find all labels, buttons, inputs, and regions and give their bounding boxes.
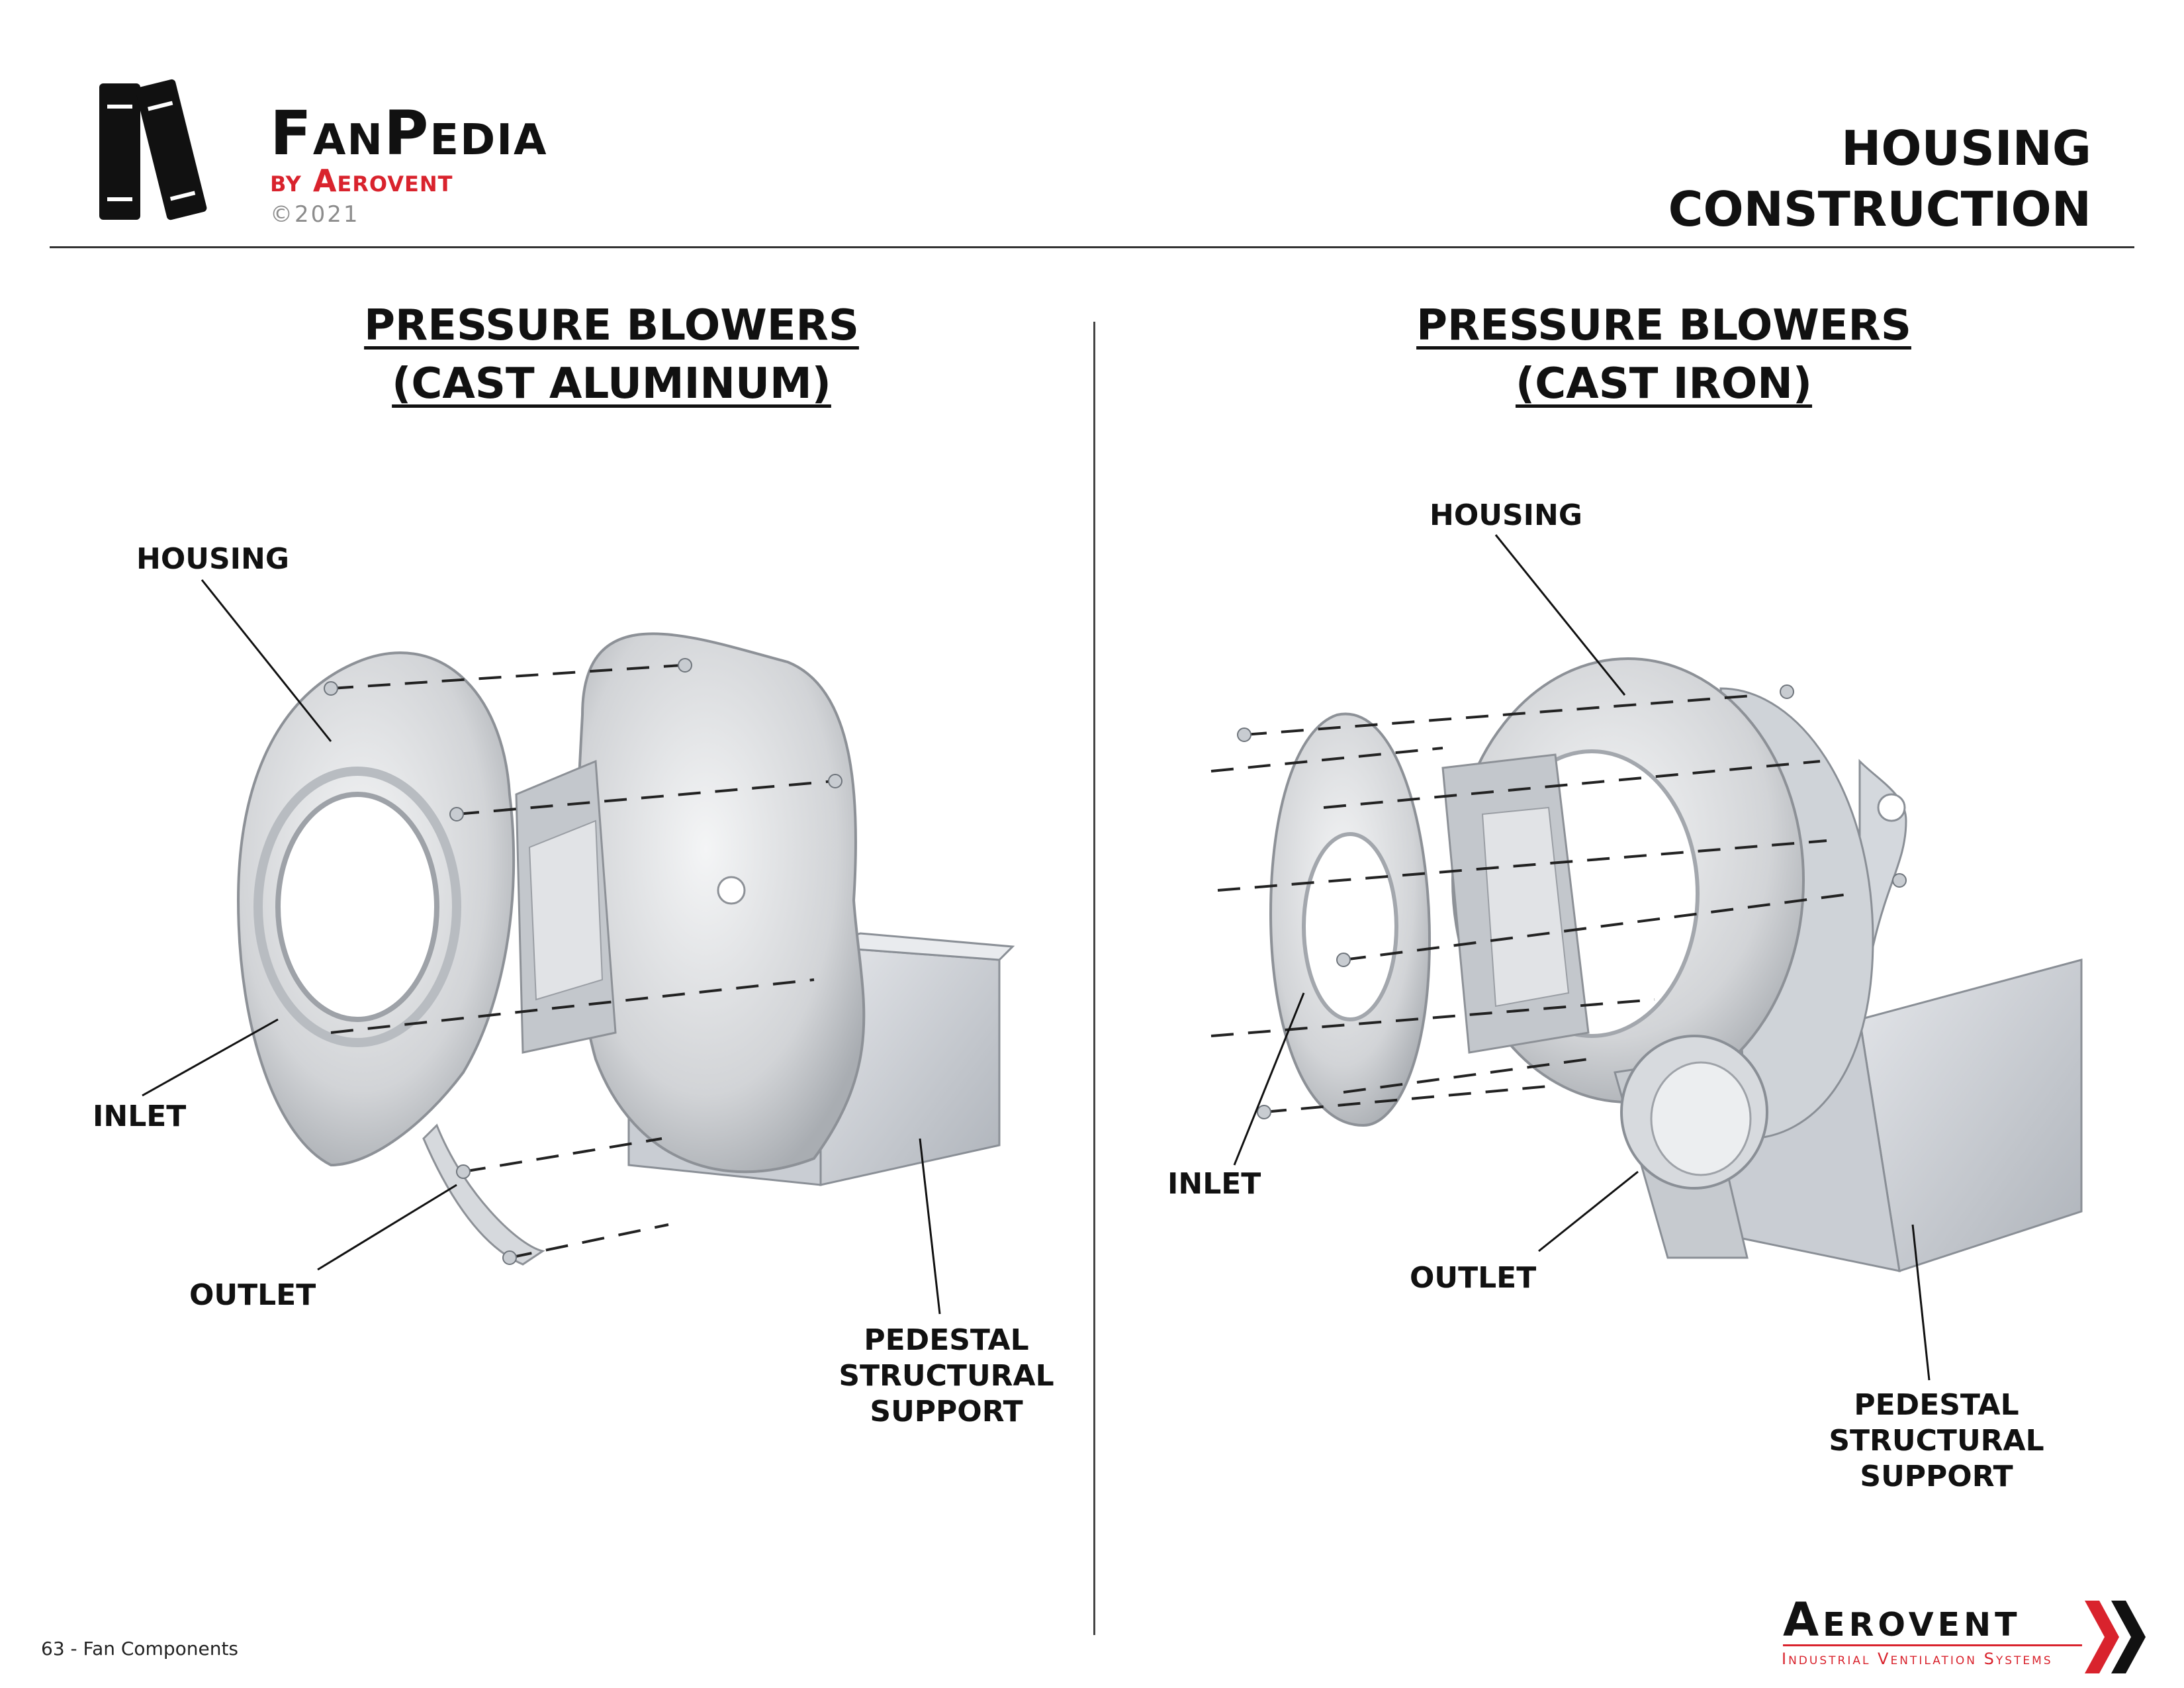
right-pedestal-line2: STRUCTURAL [1829, 1424, 2044, 1458]
chevron-logo-icon [2085, 1601, 2146, 1673]
aerovent-logo-text: Aerovent [1783, 1593, 2021, 1647]
right-label-housing: HOUSING [1430, 498, 1582, 532]
right-label-pedestal: PEDESTAL STRUCTURAL SUPPORT [1811, 1387, 2062, 1495]
right-title-line1: PRESSURE BLOWERS [1416, 301, 1911, 350]
aerovent-logo-rule [1783, 1644, 2082, 1646]
header-divider [50, 246, 2134, 248]
books-logo-icon [99, 79, 207, 220]
copyright: ©2021 [270, 201, 360, 228]
left-pedestal-line3: SUPPORT [870, 1395, 1023, 1429]
left-label-housing: HOUSING [136, 542, 289, 576]
right-title-line2: (CAST IRON) [1515, 359, 1813, 408]
right-pedestal-line1: PEDESTAL [1854, 1388, 2019, 1422]
left-label-inlet: INLET [93, 1100, 187, 1133]
left-label-outlet: OUTLET [189, 1278, 316, 1312]
page-title-line1: HOUSING [1841, 120, 2091, 176]
left-pedestal-line2: STRUCTURAL [839, 1359, 1054, 1393]
brand-name: FanPedia [270, 98, 548, 169]
left-label-pedestal: PEDESTAL STRUCTURAL SUPPORT [821, 1323, 1072, 1430]
right-label-inlet: INLET [1167, 1167, 1261, 1201]
right-label-outlet: OUTLET [1410, 1261, 1537, 1295]
center-divider [1093, 322, 1095, 1635]
left-pedestal-line1: PEDESTAL [864, 1323, 1029, 1357]
right-pedestal-line3: SUPPORT [1860, 1460, 2013, 1493]
aerovent-tagline: Industrial Ventilation Systems [1782, 1650, 2053, 1668]
page-title: HOUSING CONSTRUCTION [1496, 118, 2091, 240]
brand-subtitle: by Aerovent [270, 163, 453, 199]
page-title-line2: CONSTRUCTION [1668, 181, 2091, 237]
aluminum-blower-drawing [142, 579, 1015, 1315]
iron-blower-drawing [1210, 534, 2083, 1381]
right-section-title: PRESSURE BLOWERS (CAST IRON) [1333, 297, 1995, 413]
left-title-line1: PRESSURE BLOWERS [364, 301, 859, 350]
page-number-label: 63 - Fan Components [41, 1638, 239, 1660]
left-title-line2: (CAST ALUMINUM) [392, 359, 831, 408]
left-section-title: PRESSURE BLOWERS (CAST ALUMINUM) [281, 297, 942, 413]
